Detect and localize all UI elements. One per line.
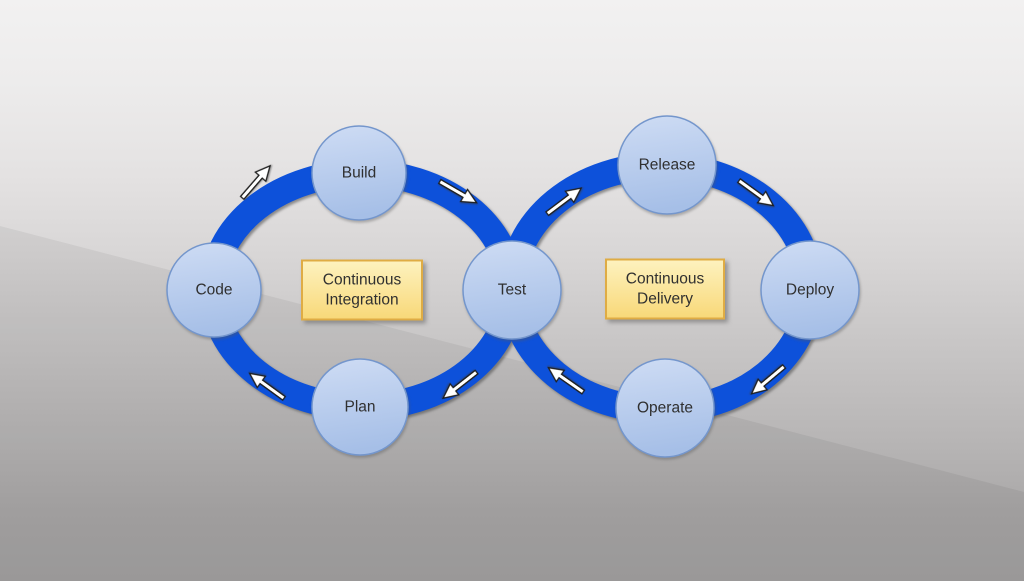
node-label-operate: Operate xyxy=(637,400,693,417)
phase-label-box-continuous-integration xyxy=(301,259,423,321)
node-deploy: Deploy xyxy=(760,240,860,340)
node-circle-code xyxy=(166,242,262,338)
flow-arrow-plan-to-code xyxy=(248,372,287,402)
phase-label-line1-continuous-integration: Continuous xyxy=(323,272,402,289)
node-circle-deploy xyxy=(760,240,860,340)
node-test: Test xyxy=(462,240,562,340)
flow-arrows-layer xyxy=(239,164,787,402)
flow-arrow-code-to-build xyxy=(239,164,272,201)
node-circle-build xyxy=(311,125,407,221)
node-label-release: Release xyxy=(639,157,696,174)
node-plan: Plan xyxy=(311,358,409,456)
flow-arrow-test-to-plan xyxy=(441,369,479,400)
phase-label-line2-continuous-integration: Integration xyxy=(325,292,398,309)
node-label-code: Code xyxy=(195,282,232,299)
phase-label-line2-continuous-delivery: Delivery xyxy=(637,291,693,308)
node-circle-release xyxy=(617,115,717,215)
node-release: Release xyxy=(617,115,717,215)
node-circle-operate xyxy=(615,358,715,458)
flow-arrow-test-to-release xyxy=(544,187,583,217)
node-label-test: Test xyxy=(498,282,527,299)
node-circle-plan xyxy=(311,358,409,456)
flow-arrow-release-to-deploy xyxy=(736,177,775,207)
node-circle-test xyxy=(462,240,562,340)
node-operate: Operate xyxy=(615,358,715,458)
flow-arrow-build-to-test xyxy=(437,178,478,204)
flow-arrow-operate-to-test xyxy=(547,366,586,395)
phase-label-box-continuous-delivery xyxy=(605,258,725,320)
phase-label-line1-continuous-delivery: Continuous xyxy=(626,271,705,288)
node-label-build: Build xyxy=(342,165,376,182)
node-label-plan: Plan xyxy=(344,399,375,416)
node-build: Build xyxy=(311,125,407,221)
node-label-deploy: Deploy xyxy=(786,282,834,299)
flow-arrow-deploy-to-operate xyxy=(750,363,787,395)
node-code: Code xyxy=(166,242,262,338)
